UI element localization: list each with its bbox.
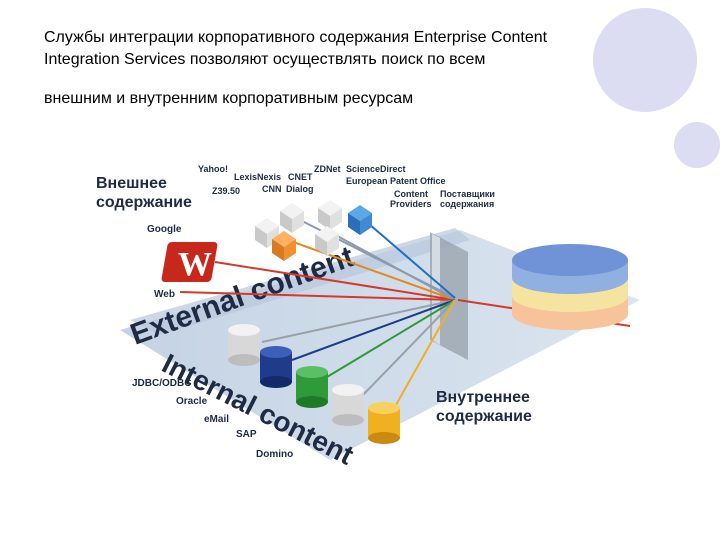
source-yahoo: Yahoo!: [198, 164, 228, 174]
source-zdnet: ZDNet: [314, 164, 341, 174]
external-heading-2: содержание: [96, 194, 192, 211]
title-line-3: внешним и внутренним корпоративным ресур…: [44, 90, 414, 107]
source-sap: SAP: [236, 429, 257, 440]
providers-en-1: Content: [394, 189, 428, 199]
deco-circle-small: [674, 122, 720, 168]
source-web: Web: [154, 289, 175, 300]
source-cnet: CNET: [288, 172, 313, 182]
web-logo: W: [161, 242, 218, 283]
source-oracle: Oracle: [176, 396, 208, 407]
source-jdbc-odbc: JDBC/ODBC: [132, 378, 191, 389]
source-lexisnexis: LexisNexis: [234, 172, 281, 182]
title-line-1: Службы интеграции корпоративного содержа…: [44, 29, 548, 46]
external-heading-1: Внешнее: [96, 175, 167, 192]
slide-title: Службы интеграции корпоративного содержа…: [44, 27, 694, 110]
source-domino: Domino: [256, 449, 293, 460]
internal-heading-2: содержание: [436, 408, 532, 425]
source-cnn: CNN: [262, 184, 282, 194]
source-sciencedirect: ScienceDirect: [346, 164, 406, 174]
title-line-2: Integration Services позволяют осуществл…: [44, 51, 486, 68]
internal-cylinders: [228, 324, 400, 444]
internal-rays: [261, 299, 456, 413]
source-google: Google: [147, 224, 182, 235]
source-dialog: Dialog: [286, 184, 314, 194]
internal-heading-1: Внутреннее: [436, 389, 530, 406]
providers-en-2: Providers: [390, 199, 432, 209]
database-stack: [512, 244, 628, 330]
external-band-strip: [130, 228, 470, 335]
providers-ru-1: Поставщики: [440, 189, 495, 199]
svg-text:W: W: [178, 246, 212, 283]
source-email: eMail: [204, 414, 229, 425]
external-cubes: [255, 200, 372, 261]
deco-circle-large: [593, 8, 697, 112]
source-epo: European Patent Office: [346, 176, 446, 186]
providers-ru-2: содержания: [440, 199, 494, 209]
source-z3950: Z39.50: [212, 186, 240, 196]
